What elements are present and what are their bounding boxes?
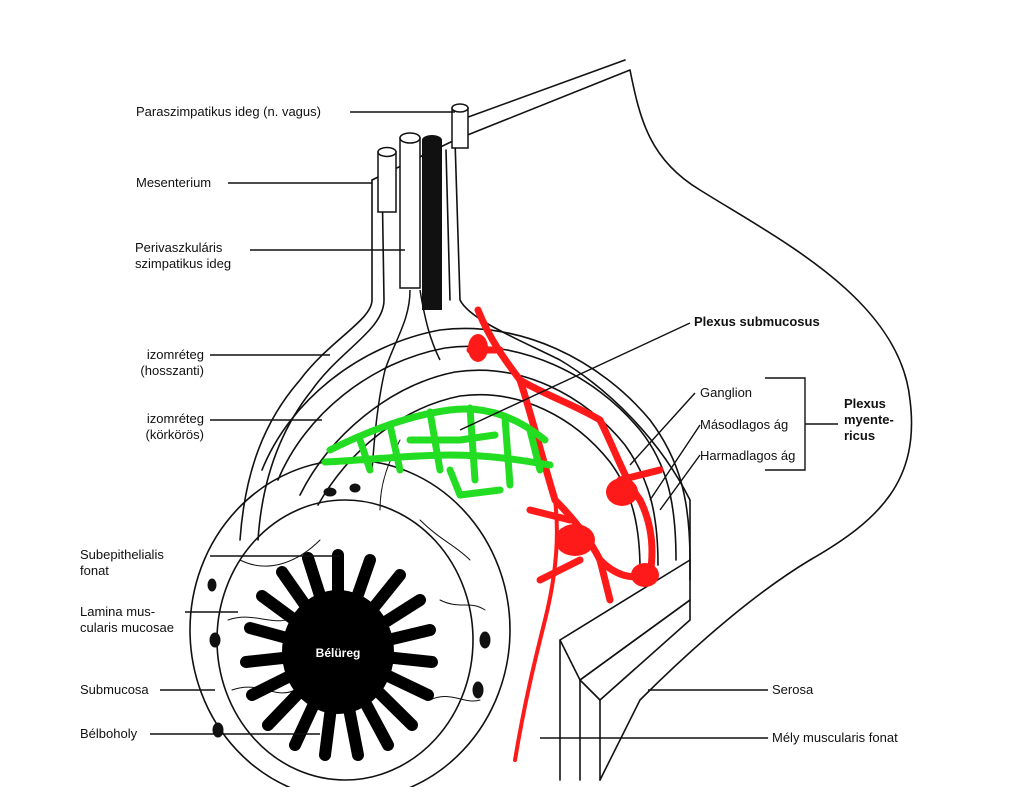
label-tertiary-branch: Harmadlagos ág: [700, 448, 796, 463]
label-secondary-branch: Másodlagos ág: [700, 417, 789, 432]
label-perivascular-sympathetic: Perivaszkuláris szimpatikus ideg: [135, 240, 231, 272]
tube-inner-line: [459, 59, 626, 121]
mesentery-sheet: [239, 179, 373, 541]
label-lamina-line2: cularis mucosae: [80, 620, 174, 635]
label-circular-line2: (körkörös): [145, 427, 204, 442]
label-mesentery: Mesenterium: [136, 175, 212, 190]
label-submucosa: Submucosa: [80, 682, 149, 697]
label-plexus-submucosus: Plexus submucosus: [694, 314, 820, 329]
label-lamina-muscularis: Lamina mus- cularis mucosae: [80, 604, 174, 636]
label-longitudinal-line1: izomréteg: [146, 347, 204, 362]
longitudinal-muscle-band: [261, 327, 691, 561]
tube-outline: [454, 69, 913, 781]
label-ganglion: Ganglion: [700, 385, 753, 400]
label-parasympathetic-nerve: Paraszimpatikus ideg (n. vagus): [136, 104, 321, 119]
lumen-villi: [240, 549, 438, 761]
label-subepithelial-plexus: Subepithelialis fonat: [80, 547, 164, 579]
label-lumen: Bélüreg: [315, 646, 361, 660]
label-perivascular-line2: szimpatikus ideg: [135, 256, 232, 271]
label-lamina-line1: Lamina mus-: [80, 604, 156, 619]
label-myenteric-line2: myente-: [844, 412, 894, 427]
label-perivascular-line1: Perivaszkuláris: [135, 240, 223, 255]
label-serosa: Serosa: [772, 682, 814, 697]
leader-lines: [150, 111, 838, 739]
label-longitudinal-muscle: izomréteg (hosszanti): [100, 347, 204, 379]
circular-muscle-band: [299, 369, 659, 566]
label-subepithelial-line2: fonat: [80, 563, 109, 578]
label-plexus-myentericus: Plexus myente- ricus: [844, 396, 894, 444]
label-myenteric-line1: Plexus: [844, 396, 886, 411]
label-circular-muscle: izomréteg (körkörös): [100, 411, 204, 443]
myenteric-plexus-green: [321, 404, 554, 499]
label-villus: Bélboholy: [80, 726, 138, 741]
label-circular-line1: izomréteg: [146, 411, 204, 426]
label-longitudinal-line2: (hosszanti): [140, 363, 204, 378]
label-subepithelial-line1: Subepithelialis: [80, 547, 164, 562]
label-deep-muscular-plexus: Mély muscularis fonat: [772, 730, 898, 745]
label-myenteric-line3: ricus: [844, 428, 876, 443]
